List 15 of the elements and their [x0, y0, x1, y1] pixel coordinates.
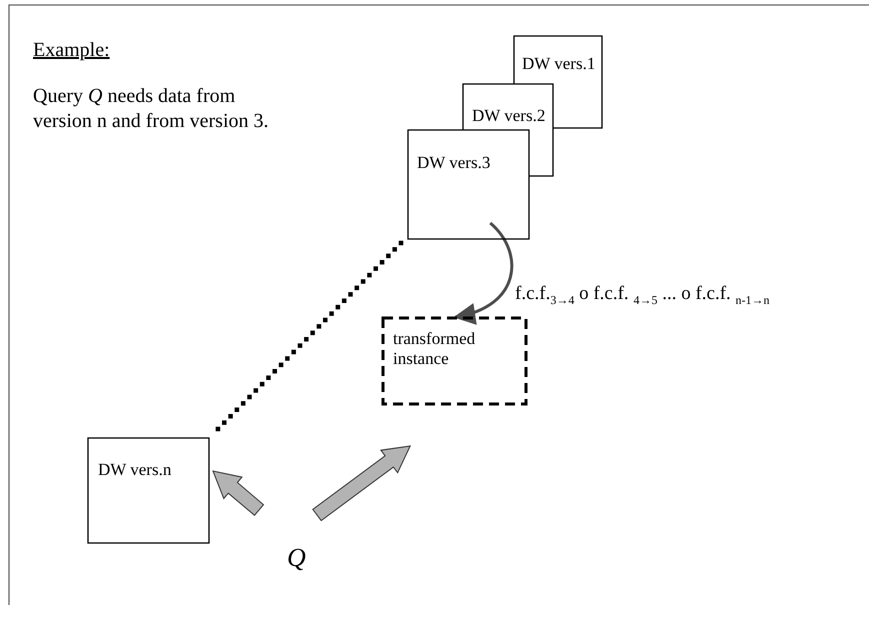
box-label: DW vers.1 — [522, 54, 596, 74]
description: Query Q needs data from version n and from version 3. — [33, 84, 270, 134]
dashed-box — [383, 318, 526, 404]
version-box — [408, 130, 529, 239]
dotted-line — [214, 240, 404, 432]
query-symbol: Q — [287, 543, 306, 573]
block-arrow — [212, 470, 264, 516]
box-label: DW vers.3 — [417, 153, 490, 173]
block-arrow — [312, 445, 412, 522]
box-label: DW vers.n — [98, 460, 172, 480]
heading: Example: — [33, 38, 110, 63]
version-box — [88, 438, 209, 543]
box-label: transformed instance — [393, 329, 476, 369]
box-label: DW vers.2 — [472, 106, 546, 126]
curved-arrow — [453, 222, 514, 324]
